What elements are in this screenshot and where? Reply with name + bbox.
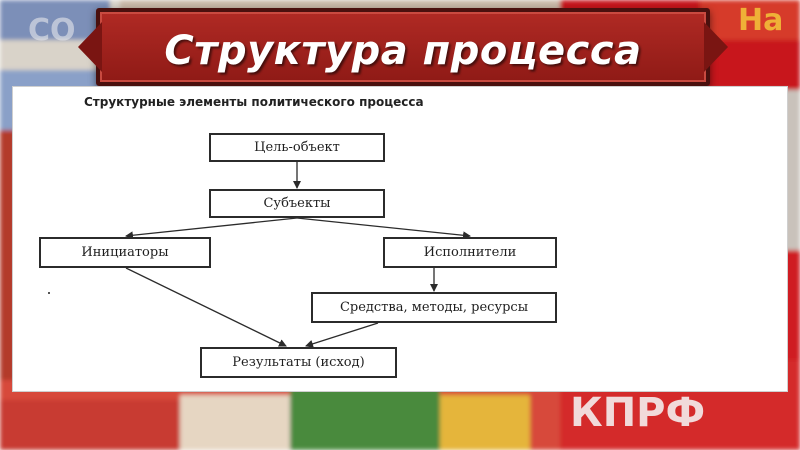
node-subjects: Субъекты (209, 189, 385, 218)
node-goal-object: Цель-объект (209, 133, 385, 162)
arrow-initiators-results (125, 267, 287, 347)
poster-letter-h: Ha (738, 3, 783, 38)
stray-dot (48, 292, 50, 294)
slide-title: Структура процесса (164, 28, 642, 74)
arrow-subjects-executors (296, 217, 471, 240)
diagram-heading: Структурные элементы политического проце… (84, 95, 424, 109)
arrow-subjects-initiators (125, 217, 298, 240)
node-executors: Исполнители (383, 237, 557, 268)
node-results: Результаты (исход) (200, 347, 397, 378)
poster-letter-c: CO (28, 13, 76, 48)
arrow-means-results (305, 322, 379, 348)
poster-text: КПРФ (570, 390, 705, 436)
node-means-methods-resources: Средства, методы, ресурсы (311, 292, 557, 323)
title-banner: Структура процесса (96, 8, 710, 86)
node-initiators: Инициаторы (39, 237, 211, 268)
